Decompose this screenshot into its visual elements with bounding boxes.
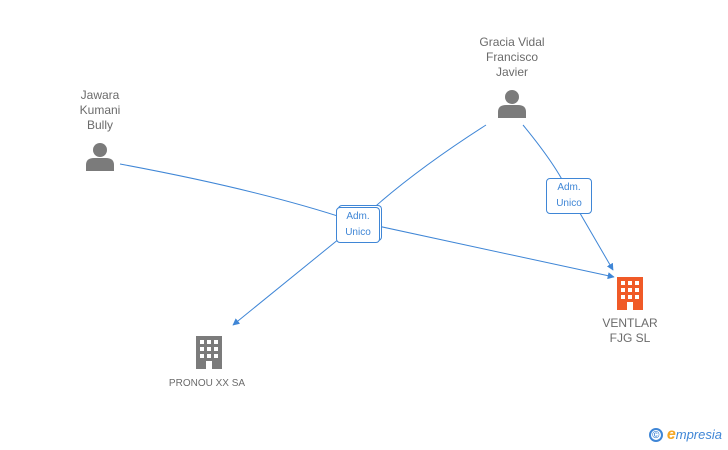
node-label-line: VENTLAR <box>602 316 658 330</box>
brand-name: empresia <box>667 426 722 444</box>
building-icon[interactable] <box>196 336 222 369</box>
node-label-line: FJG SL <box>609 331 651 345</box>
node-label-line: Francisco <box>485 50 538 64</box>
edge-label-line: Adm. <box>346 211 370 222</box>
node-label-line: Gracia Vidal <box>479 35 545 49</box>
edge-label-adm-unico-center[interactable]: Adm. Unico <box>336 207 380 243</box>
copyright-icon: © <box>648 428 663 442</box>
brand-initial: e <box>666 426 676 443</box>
empresia-logo: © empresia <box>648 426 722 444</box>
node-label-line: Javier <box>495 65 528 79</box>
edge-label-line: Adm. <box>557 182 581 193</box>
node-label-line: Kumani <box>79 103 121 117</box>
node-label-line: PRONOU XX SA <box>168 378 246 389</box>
node-label-jawara[interactable]: Jawara Kumani Bully <box>70 88 130 133</box>
node-label-gracia[interactable]: Gracia Vidal Francisco Javier <box>462 35 562 80</box>
edge-label-adm-unico-right[interactable]: Adm. Unico <box>546 178 592 214</box>
node-label-line: Bully <box>86 118 113 132</box>
brand-rest: mpresia <box>675 427 722 442</box>
edge-label-line: Unico <box>556 198 582 209</box>
node-label-ventlar[interactable]: VENTLAR FJG SL <box>590 316 670 346</box>
person-icon[interactable] <box>86 143 114 171</box>
edge-label-line: Unico <box>345 227 371 238</box>
building-icon[interactable] <box>617 277 643 310</box>
node-label-pronou[interactable]: PRONOU XX SA <box>152 376 262 391</box>
node-label-line: Jawara <box>80 88 120 102</box>
person-icon[interactable] <box>498 90 526 118</box>
